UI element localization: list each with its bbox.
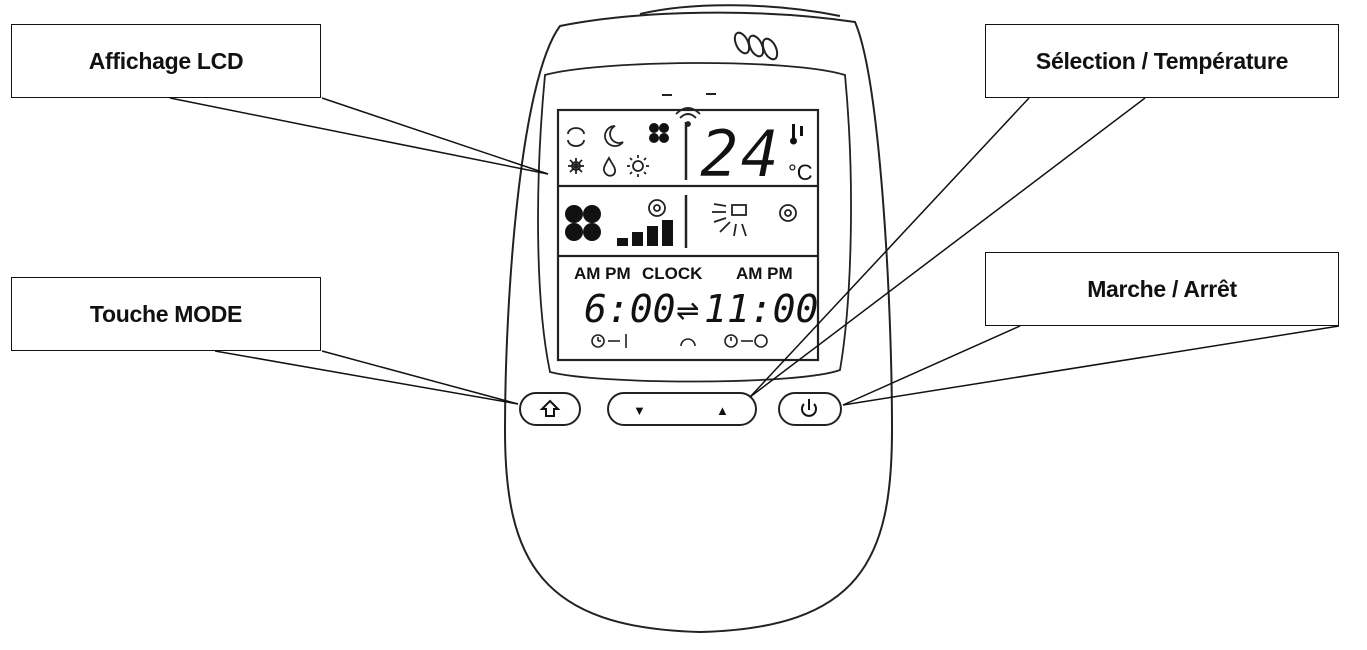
callout-power: Marche / Arrêt — [985, 252, 1339, 326]
callout-temperature-selection: Sélection / Température — [985, 24, 1339, 98]
swing-icon — [648, 199, 797, 222]
callout-lcd-display: Affichage LCD — [11, 24, 321, 98]
down-arrow-icon[interactable]: ▼ — [633, 403, 646, 418]
air-flap-icon — [712, 203, 747, 237]
temperature-unit: °C — [788, 160, 813, 185]
sensor-icon — [680, 338, 696, 347]
dry-mode-drop-icon — [602, 156, 617, 177]
fan-large-icon — [565, 205, 601, 241]
callout-lcd-label: Affichage LCD — [88, 47, 244, 74]
lcd-bezel — [537, 62, 852, 383]
snowflake-icon — [568, 158, 584, 174]
callout-mode-key: Touche MODE — [11, 277, 321, 351]
mode-arrow-icon — [539, 399, 561, 417]
timer-on-icon — [591, 334, 627, 348]
power-icon — [801, 399, 817, 417]
timer-arrows: ⇌ — [676, 295, 699, 326]
timer-header-am-pm-right: AM PM — [736, 264, 793, 283]
timer-off-value: 11:00 — [704, 287, 818, 331]
sleep-mode-icon — [604, 125, 624, 147]
callout-mode-label: Touche MODE — [89, 300, 243, 327]
signal-icon — [675, 107, 701, 127]
fan-icon — [649, 123, 669, 143]
ir-emitter-icon — [733, 31, 779, 61]
remote-top-hump — [639, 4, 841, 17]
thermometer-icon — [790, 124, 803, 145]
timer-header-clock: CLOCK — [642, 264, 703, 283]
temperature-value: 24 — [700, 118, 781, 192]
heat-mode-sun-icon — [627, 155, 649, 177]
timer-header-am-pm-left: AM PM — [574, 264, 631, 283]
timer-on-value: 6:00 — [584, 287, 676, 331]
temperature-rocker-button[interactable] — [607, 392, 757, 426]
timer-off-icon — [724, 334, 768, 348]
lcd-screen — [556, 108, 820, 362]
up-arrow-icon[interactable]: ▲ — [716, 403, 729, 418]
fan-speed-bars-icon — [617, 220, 673, 246]
mode-button[interactable] — [519, 392, 581, 426]
callout-power-label: Marche / Arrêt — [1087, 275, 1237, 302]
auto-mode-icon — [567, 127, 585, 147]
callout-temperature-label: Sélection / Température — [1035, 47, 1289, 74]
remote-body — [503, 11, 894, 634]
